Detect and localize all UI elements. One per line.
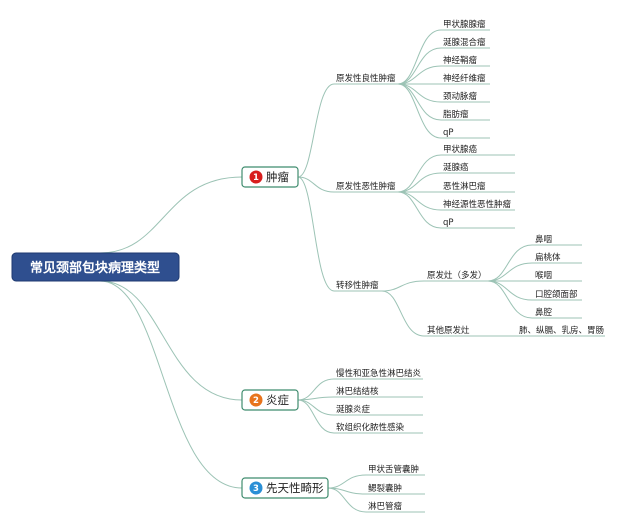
leaf-malignant-2[interactable]: 涎腺癌 [443,162,469,173]
leaf-malignant-3[interactable]: 恶性淋巴瘤 [443,181,486,192]
leaf-inflammation-2[interactable]: 淋巴结结核 [336,386,379,397]
edge-tumor-child-2 [297,176,335,193]
leaf-site-1[interactable]: 鼻咽 [535,234,552,245]
edge-tumor-child-3 [297,176,335,292]
edge-metastatic-other [381,290,425,337]
leaf-other-1[interactable]: 肺、纵膈、乳房、胃肠 [519,325,604,336]
node-primary-benign[interactable]: 原发性良性肿瘤 [336,73,396,84]
edge-inflammation-3 [297,399,335,416]
edge-site-2 [487,262,533,282]
leaf-site-5[interactable]: 鼻腔 [535,307,553,318]
root-node[interactable]: 常见颈部包块病理类型 [11,252,180,282]
edge-site-1 [487,244,533,282]
badge-3-number: 3 [253,484,259,494]
edge-malignant-4 [397,191,442,211]
leaf-congenital-3[interactable]: 淋巴管瘤 [368,501,403,512]
edge-site-4 [487,280,533,301]
node-metastatic[interactable]: 转移性肿瘤 [336,280,379,291]
edge-malignant-5 [397,191,442,229]
edge-root-congenital [99,280,243,489]
badge-2 [249,393,263,407]
edge-site-5 [487,280,533,319]
branch-inflammation[interactable]: 2 炎症 [241,389,299,411]
node-primary-site[interactable]: 原发灶（多发） [427,270,487,281]
edge-root-tumor [99,176,243,254]
edge-inflammation-2 [297,396,335,401]
edge-benign-1 [397,29,442,85]
branch-inflammation-label: 炎症 [266,393,289,407]
leaf-malignant-1[interactable]: 甲状腺癌 [443,144,478,155]
badge-1-number: 1 [253,173,259,183]
edge-benign-3 [397,65,442,85]
branch-congenital[interactable]: 3 先天性畸形 [241,477,329,499]
leaf-site-3[interactable]: 喉咽 [535,270,552,281]
leaf-malignant-4[interactable]: 神经源性恶性肿瘤 [443,199,512,210]
edge-congenital-1 [327,474,367,489]
leaf-benign-2[interactable]: 涎腺混合瘤 [443,37,486,48]
leaf-inflammation-3[interactable]: 涎腺炎症 [336,404,371,415]
edge-benign-7 [397,83,442,139]
root-label: 常见颈部包块病理类型 [30,260,160,276]
badge-1 [249,170,263,184]
leaf-site-2[interactable]: 扁桃体 [535,252,561,263]
badge-3 [249,481,263,495]
node-other-site[interactable]: 其他原发灶 [427,325,470,336]
leaf-benign-6[interactable]: 脂肪瘤 [443,109,469,120]
edge-root-inflammation [99,280,243,401]
leaf-site-4[interactable]: 口腔颌面部 [535,289,578,300]
leaf-benign-3[interactable]: 神经鞘瘤 [443,55,478,66]
node-primary-malignant[interactable]: 原发性恶性肿瘤 [336,181,396,192]
leaf-inflammation-4[interactable]: 软组织化脓性感染 [336,422,405,433]
leaf-benign-7[interactable]: qP [443,128,454,138]
edge-malignant-1 [397,154,442,193]
node-layer: 常见颈部包块病理类型 1 肿瘤 2 炎症 3 先天性畸形 原发性良性肿瘤 原发性… [11,19,604,512]
leaf-benign-5[interactable]: 颈动脉瘤 [443,91,478,102]
edge-malignant-2 [397,172,442,193]
edge-inflammation-4 [297,399,335,434]
leaf-malignant-5[interactable]: qP [443,218,454,228]
edge-metastatic-primary [381,280,425,292]
branch-tumor-label: 肿瘤 [266,170,289,184]
edge-benign-2 [397,47,442,85]
edge-inflammation-1 [297,378,335,401]
edge-congenital-3 [327,487,367,513]
badge-2-number: 2 [253,396,259,406]
edge-tumor-child-1 [297,83,335,178]
branch-congenital-label: 先天性畸形 [266,481,324,495]
connector-layer [99,29,605,513]
leaf-inflammation-1[interactable]: 慢性和亚急性淋巴结炎 [336,368,422,379]
leaf-congenital-2[interactable]: 鳃裂囊肿 [368,483,402,494]
branch-tumor[interactable]: 1 肿瘤 [241,166,299,188]
leaf-benign-1[interactable]: 甲状腺腺瘤 [443,19,486,30]
leaf-congenital-1[interactable]: 甲状舌管囊肿 [368,464,419,475]
leaf-benign-4[interactable]: 神经纤维瘤 [443,73,486,84]
